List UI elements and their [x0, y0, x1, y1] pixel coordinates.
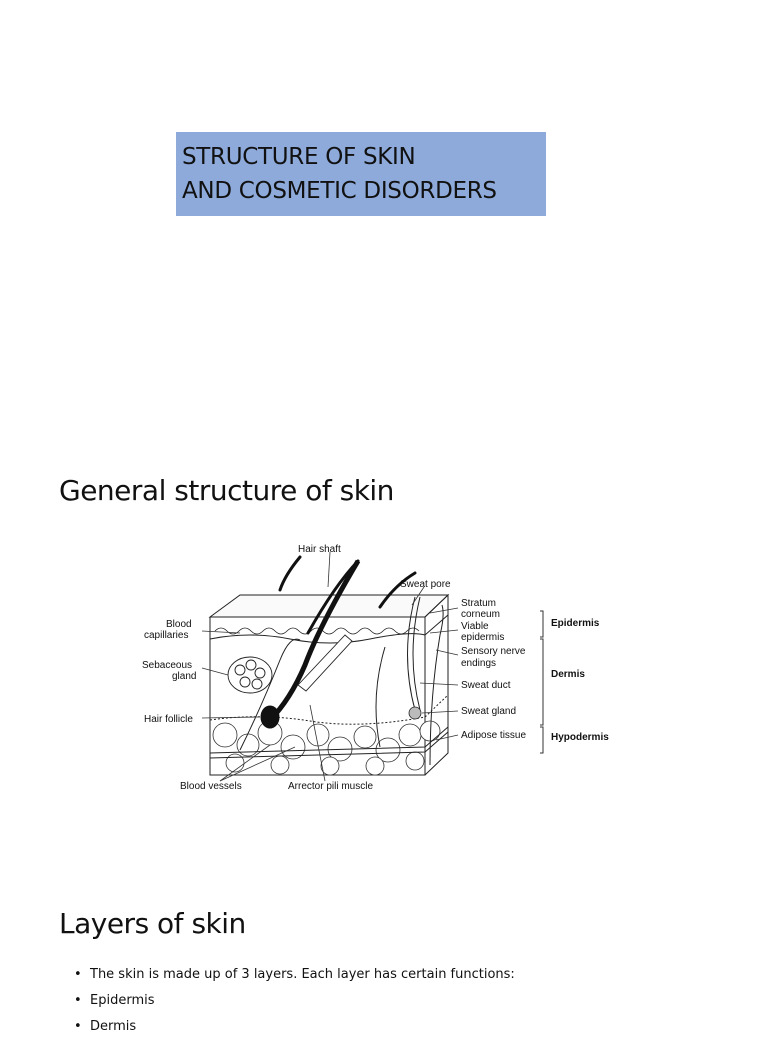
bullet-icon: •	[74, 993, 82, 1008]
label-hypodermis: Hypodermis	[551, 732, 609, 743]
label-viable: Viable	[461, 621, 489, 632]
label-adipose: Adipose tissue	[461, 730, 526, 741]
label-epidermis-small: epidermis	[461, 632, 504, 643]
label-capillaries: capillaries	[144, 630, 188, 641]
skin-structure-diagram: Hair shaft Sweat pore Stratum corneum Vi…	[130, 535, 620, 800]
label-sweat-gland: Sweat gland	[461, 706, 516, 717]
bullet-icon: •	[74, 1019, 82, 1034]
bullet-text: The skin is made up of 3 layers. Each la…	[90, 967, 515, 982]
label-arrector: Arrector pili muscle	[288, 781, 373, 792]
label-sweat-pore: Sweat pore	[400, 579, 451, 590]
layers-bullet-list: • The skin is made up of 3 layers. Each l…	[74, 962, 515, 1040]
nerve-fiber	[429, 604, 444, 766]
label-gland: gland	[172, 671, 196, 682]
title-line-2: AND COSMETIC DISORDERS	[182, 178, 497, 204]
label-epidermis: Epidermis	[551, 618, 600, 629]
list-item: • Dermis	[74, 1014, 515, 1040]
bullet-icon: •	[74, 967, 82, 982]
title-line-1: STRUCTURE OF SKIN	[182, 144, 416, 170]
label-stratum: Stratum	[461, 598, 496, 609]
label-corneum: corneum	[461, 609, 500, 620]
label-sensory: Sensory nerve	[461, 646, 526, 657]
sebaceous-gland	[227, 656, 273, 694]
label-dermis: Dermis	[551, 669, 585, 680]
skin-diagram-svg: Hair shaft Sweat pore Stratum corneum Vi…	[142, 544, 609, 792]
hair-follicle	[260, 559, 361, 729]
label-endings: endings	[461, 658, 496, 669]
layer-brackets	[540, 610, 544, 754]
leader-lines	[201, 551, 459, 782]
sweat-duct	[407, 596, 421, 711]
title-box: STRUCTURE OF SKIN AND COSMETIC DISORDERS	[176, 132, 546, 216]
skin-block	[208, 593, 450, 776]
layers-heading: Layers of skin	[59, 907, 246, 940]
arrector-pili	[297, 634, 353, 692]
label-hair-follicle: Hair follicle	[144, 714, 193, 725]
bullet-text: Dermis	[90, 1019, 137, 1034]
label-sebaceous: Sebaceous	[142, 660, 192, 671]
label-blood-vessels: Blood vessels	[180, 781, 242, 792]
list-item: • The skin is made up of 3 layers. Each l…	[74, 962, 515, 988]
list-item: • Epidermis	[74, 988, 515, 1014]
label-hair-shaft: Hair shaft	[298, 544, 341, 555]
sweat-gland	[408, 706, 422, 720]
label-blood: Blood	[166, 619, 192, 630]
general-structure-heading: General structure of skin	[59, 474, 394, 507]
label-sweat-duct: Sweat duct	[461, 680, 511, 691]
bullet-text: Epidermis	[90, 993, 155, 1008]
